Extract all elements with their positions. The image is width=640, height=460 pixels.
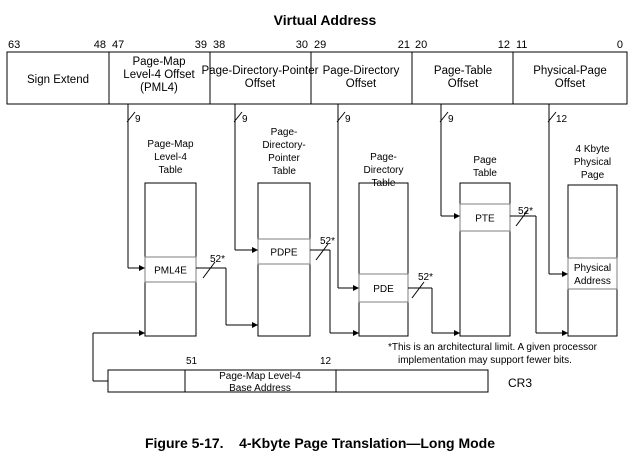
table-title-line: Physical — [574, 157, 611, 168]
bit-number: 39 — [195, 39, 207, 51]
address-field-label: Offset — [555, 78, 586, 90]
offset-width-label: 12 — [556, 114, 568, 125]
offset-width-label: 9 — [135, 114, 141, 125]
pointer-width-label: 52* — [518, 206, 533, 217]
table-entry-label: PTE — [475, 214, 495, 225]
cr3-register — [107, 369, 489, 393]
pointer-width-label: 52* — [210, 254, 225, 265]
table-body — [358, 182, 409, 337]
table-title-line: Table — [372, 178, 396, 189]
offset-width-label: 9 — [448, 114, 454, 125]
bit-number: 0 — [617, 39, 623, 51]
table-title-line: Table — [272, 166, 296, 177]
table-entry-row — [358, 273, 409, 303]
address-field-label: Offset — [448, 78, 479, 90]
pointer-width-label: 52* — [320, 236, 335, 247]
table-title-line: Directory- — [262, 140, 305, 151]
table-title-line: Page — [581, 170, 605, 181]
base-pointer-lines — [92, 209, 568, 382]
table-entry-label: PDE — [373, 284, 394, 295]
table-entry-label: Physical — [574, 263, 611, 274]
table-title-line: Page- — [370, 152, 397, 163]
table-entry-row — [257, 238, 311, 265]
bit-number: 21 — [398, 39, 410, 51]
pointer-width-labels: 52* 52* 52* 52* — [210, 206, 533, 283]
offset-width-label: 9 — [242, 114, 248, 125]
bit-number: 47 — [112, 39, 124, 51]
bit-number: 20 — [415, 39, 427, 51]
offset-width-labels: 9 9 9 9 12 — [135, 114, 568, 125]
address-field-label: Page-Directory-Pointer — [202, 65, 319, 77]
table-title-line: Table — [159, 165, 183, 176]
table-entry-row — [459, 203, 511, 232]
virtual-address-register — [6, 51, 628, 105]
table-title-line: Table — [473, 168, 497, 179]
cr3-bit-low: 12 — [320, 356, 332, 367]
table-title-line: Page- — [271, 127, 298, 138]
bit-number: 11 — [516, 39, 527, 51]
address-field-label: Page-Directory — [323, 65, 400, 77]
cr3-field-label-line-2: Base Address — [229, 383, 291, 394]
bit-number: 38 — [213, 39, 225, 51]
footnote-line-2: implementation may support fewer bits. — [398, 355, 572, 366]
address-field-label: Page-Map — [132, 56, 185, 68]
offset-width-label: 9 — [345, 114, 351, 125]
table-entry-label: Address — [574, 276, 611, 287]
cr3-register-name: CR3 — [508, 376, 532, 390]
address-field-label: Level-4 Offset — [123, 69, 195, 81]
table-entry-label: PDPE — [270, 248, 298, 259]
address-field-label: Page-Table — [434, 65, 492, 77]
offset-index-lines — [126, 104, 568, 291]
bit-number: 30 — [296, 39, 308, 51]
table-title-line: Directory — [363, 165, 403, 176]
address-field-label: Offset — [245, 78, 276, 90]
bit-number: 63 — [8, 39, 20, 51]
cr3-field-label-line-1: Page-Map Level-4 — [219, 371, 301, 382]
address-field-label: Physical-Page — [533, 65, 607, 77]
pointer-width-label: 52* — [418, 272, 433, 283]
address-field-label: Sign Extend — [27, 74, 89, 86]
footnote-line-1: *This is an architectural limit. A given… — [388, 342, 598, 353]
table-title-line: 4 Kbyte — [576, 144, 610, 155]
bit-number: 48 — [94, 39, 106, 51]
table-title-line: Page-Map — [147, 139, 194, 150]
bit-number: 12 — [498, 39, 510, 51]
address-field-label: Offset — [346, 78, 377, 90]
table-title-line: Level-4 — [154, 152, 187, 163]
address-field-label: (PML4) — [140, 82, 178, 94]
table-entry-row — [567, 257, 618, 290]
bit-number: 29 — [314, 39, 326, 51]
table-title-line: Pointer — [268, 153, 300, 164]
figure-caption: Figure 5-17. 4-Kbyte Page Translation—Lo… — [145, 435, 495, 451]
bit-number-labels: 63 48 47 39 38 30 29 21 20 12 11 0 — [8, 39, 623, 51]
table-entry-label: PML4E — [154, 266, 187, 277]
table-entry-row — [144, 256, 197, 283]
cr3-bit-high: 51 — [186, 356, 198, 367]
figure-title: Virtual Address — [274, 12, 377, 28]
table-title-line: Page — [473, 155, 497, 166]
